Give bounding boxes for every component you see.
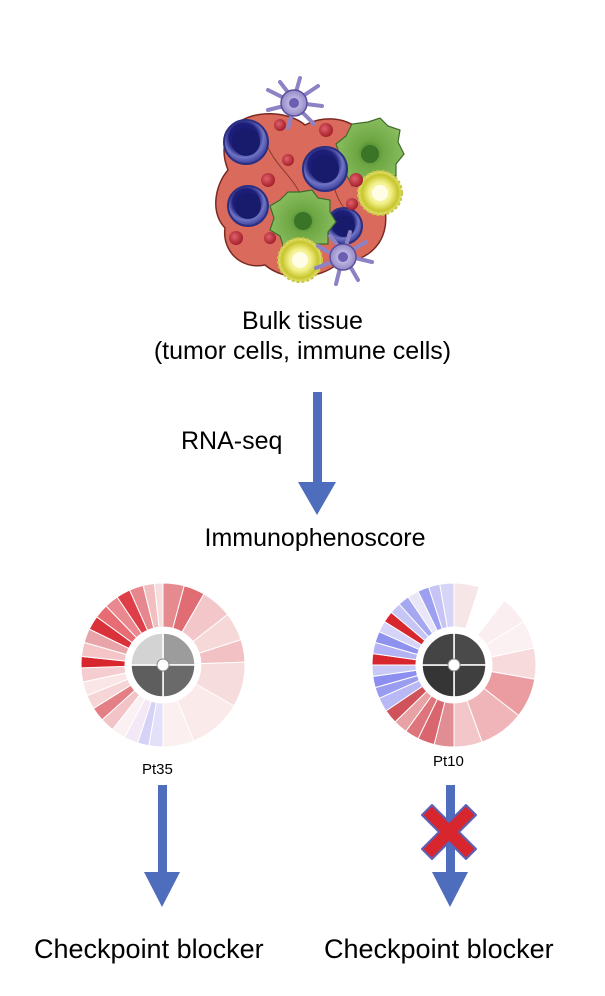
- checkpoint-blocker-right: Checkpoint blocker: [324, 934, 554, 964]
- bulk-tissue-label: Bulk tissue (tumor cells, immune cells): [0, 306, 605, 366]
- red-tumor-cell: [346, 198, 358, 210]
- yellow-cell-right: [357, 170, 403, 216]
- green-cell-top: [335, 117, 405, 189]
- red-tumor-cell: [261, 173, 275, 187]
- blocked-x-icon: [421, 804, 477, 860]
- bulk-subtitle: (tumor cells, immune cells): [153, 337, 452, 365]
- bulk-title: Bulk tissue: [242, 307, 363, 335]
- red-tumor-cell: [274, 119, 286, 131]
- wheel-center-dot: [156, 658, 170, 672]
- arrow-pt35-to-blocker: [144, 785, 180, 907]
- dendritic-cell-top: [266, 76, 324, 130]
- ips-wheel-pt35: [80, 582, 246, 748]
- red-tumor-cell: [264, 232, 276, 244]
- red-tumor-cell: [229, 231, 243, 245]
- red-tumor-cell: [349, 173, 363, 187]
- wheel-center-dot: [447, 658, 461, 672]
- green-cell-middle: [269, 189, 337, 253]
- ips-wheel-pt10: [371, 582, 537, 748]
- red-tumor-cell: [319, 123, 333, 137]
- arrow-rna-seq: [298, 392, 336, 515]
- immunophenoscore-label: Immunophenoscore: [204, 524, 426, 552]
- checkpoint-blocker-left: Checkpoint blocker: [34, 934, 264, 964]
- rna-seq-label: RNA-seq: [181, 427, 283, 455]
- patient-label-pt35: Pt35: [142, 761, 173, 778]
- red-tumor-cell: [282, 154, 294, 166]
- dendritic-cell-bottom: [314, 230, 374, 286]
- patient-label-pt10: Pt10: [433, 753, 464, 770]
- tissue-illustration: [215, 76, 405, 286]
- yellow-cell-bottom: [277, 237, 323, 283]
